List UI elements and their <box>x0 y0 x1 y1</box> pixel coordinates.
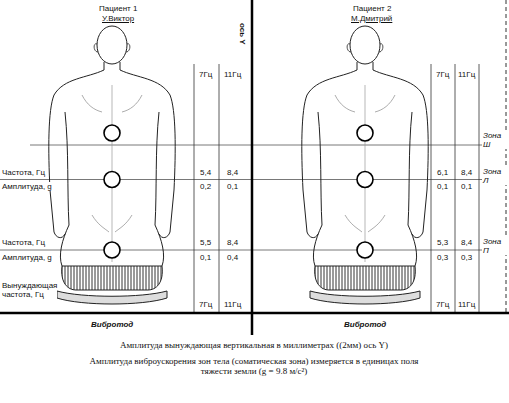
row-label: Вынуждающая частота, Гц <box>1 281 57 299</box>
patient-name: М.Дмитрий <box>350 14 393 23</box>
cell-value: 8,4 <box>226 238 239 247</box>
zone-label: Зона Ш <box>482 131 508 149</box>
column-header: 11Гц <box>457 300 476 309</box>
patient-heading: Пациент 1 <box>98 4 138 13</box>
cell-value: 0,1 <box>436 182 449 191</box>
zone-label: Зона Л <box>482 167 508 185</box>
cell-value: 8,4 <box>226 168 239 177</box>
column-header: 7Гц <box>198 70 213 79</box>
column-header: 7Гц <box>435 70 450 79</box>
column-header: 11Гц <box>223 70 242 79</box>
row-label: Частота, Гц <box>1 238 46 247</box>
column-header: 7Гц <box>435 300 450 309</box>
row-label: Амплитуда, g <box>1 182 53 191</box>
vibrator-label: Вибротод <box>90 320 134 329</box>
axis-label: ось Y <box>238 22 247 46</box>
cell-value: 5,5 <box>199 238 212 247</box>
zone-label: Зона П <box>482 237 508 255</box>
cell-value: 8,4 <box>460 168 473 177</box>
vibrator-label: Вибротод <box>343 320 387 329</box>
cell-value: 0,3 <box>436 253 449 262</box>
row-label: Амплитуда, g <box>1 253 53 262</box>
caption-note: Амплитуда виброускорения зон тела (сомат… <box>73 356 435 377</box>
cell-value: 5,4 <box>199 168 212 177</box>
cell-value: 6,1 <box>436 168 449 177</box>
cell-value: 0,1 <box>199 253 212 262</box>
cell-value: 0,2 <box>199 182 212 191</box>
cell-value: 0,1 <box>226 182 239 191</box>
cell-value: 0,4 <box>226 253 239 262</box>
row-label: Частота, Гц <box>1 168 46 177</box>
column-header: 7Гц <box>198 300 213 309</box>
patient-heading: Пациент 2 <box>352 4 392 13</box>
cell-value: 8,4 <box>460 238 473 247</box>
cell-value: 0,1 <box>460 182 473 191</box>
cell-value: 5,3 <box>436 238 449 247</box>
caption-note: Амплитуда вынуждающая вертикальная в мил… <box>33 340 475 350</box>
patient-name: У.Виктор <box>101 14 135 23</box>
cell-value: 0,3 <box>460 253 473 262</box>
column-header: 11Гц <box>223 300 242 309</box>
column-header: 11Гц <box>457 70 476 79</box>
